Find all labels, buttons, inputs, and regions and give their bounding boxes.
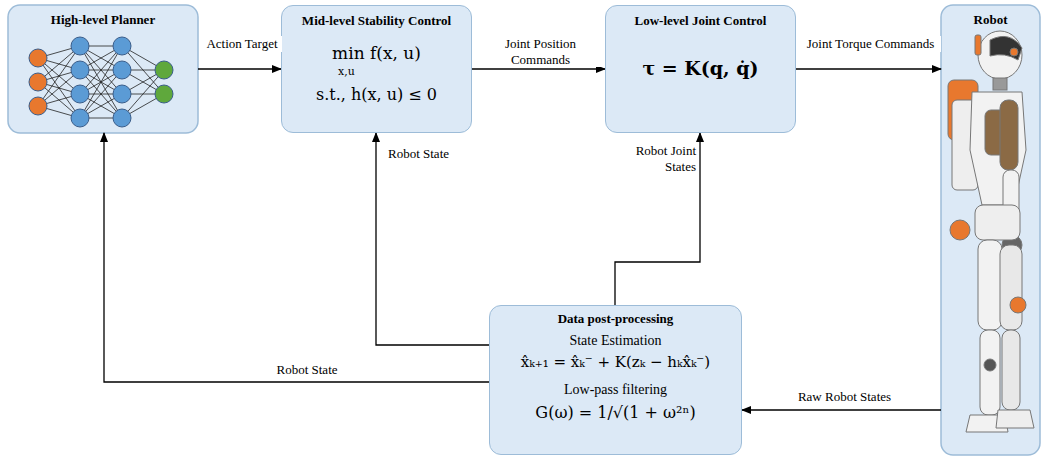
- signal-label: Robot State: [386, 146, 480, 162]
- controller-box: Low-level Joint Control τ = K(q, q̇): [605, 5, 796, 133]
- signal-label: Robot State: [250, 362, 364, 378]
- box-title: Data post-processing: [494, 312, 737, 327]
- planner-ground: [8, 5, 198, 133]
- signal-arrow: [376, 133, 489, 345]
- network-neurons: [29, 37, 173, 127]
- formula-text: G(ω) = 1/√(1 + ω²ⁿ): [494, 404, 737, 422]
- box-title: Robot: [945, 13, 1036, 28]
- signal-label: Raw Robot States: [780, 389, 909, 405]
- formula-text: x̂ₖ₊₁ = x̂ₖ⁻ + K(zₖ − hₖx̂ₖ⁻): [494, 354, 737, 371]
- signal-arrow: [742, 409, 941, 410]
- formula-text: τ = K(q, q̇): [610, 58, 791, 80]
- signal-label: Joint Position Commands: [476, 36, 605, 67]
- box-title: Mid-level Stability Control: [286, 14, 467, 29]
- signal-arrow: [472, 68, 605, 69]
- robot-ground: [941, 5, 1040, 455]
- box-text: Low-pass filtering: [494, 382, 737, 398]
- formula-text: min f(x, u): [286, 44, 467, 64]
- formula-text: s.t., h(x, u) ≤ 0: [286, 86, 467, 104]
- network-links: [38, 46, 164, 118]
- signal-arrow: [198, 68, 281, 69]
- robot-figure: [948, 31, 1034, 432]
- processing-box: Data post-processingState Estimation x̂ₖ₊…: [489, 305, 742, 455]
- robot-box: Robot: [941, 5, 1040, 455]
- formula-text: x,u: [256, 66, 437, 79]
- controller-box: Mid-level Stability Controlmin f(x, u)x,…: [281, 5, 472, 133]
- box-title: High-level Planner: [12, 13, 194, 28]
- signal-arrow: [104, 133, 489, 382]
- signal-label: Action Target: [202, 36, 282, 52]
- planner-box: High-level Planner: [8, 5, 198, 133]
- signal-arrow: [796, 68, 941, 69]
- box-title: Low-level Joint Control: [610, 14, 791, 29]
- signal-label: Robot Joint States: [612, 143, 698, 174]
- signal-label: Joint Torque Commands: [800, 36, 941, 52]
- box-text: State Estimation: [494, 333, 737, 349]
